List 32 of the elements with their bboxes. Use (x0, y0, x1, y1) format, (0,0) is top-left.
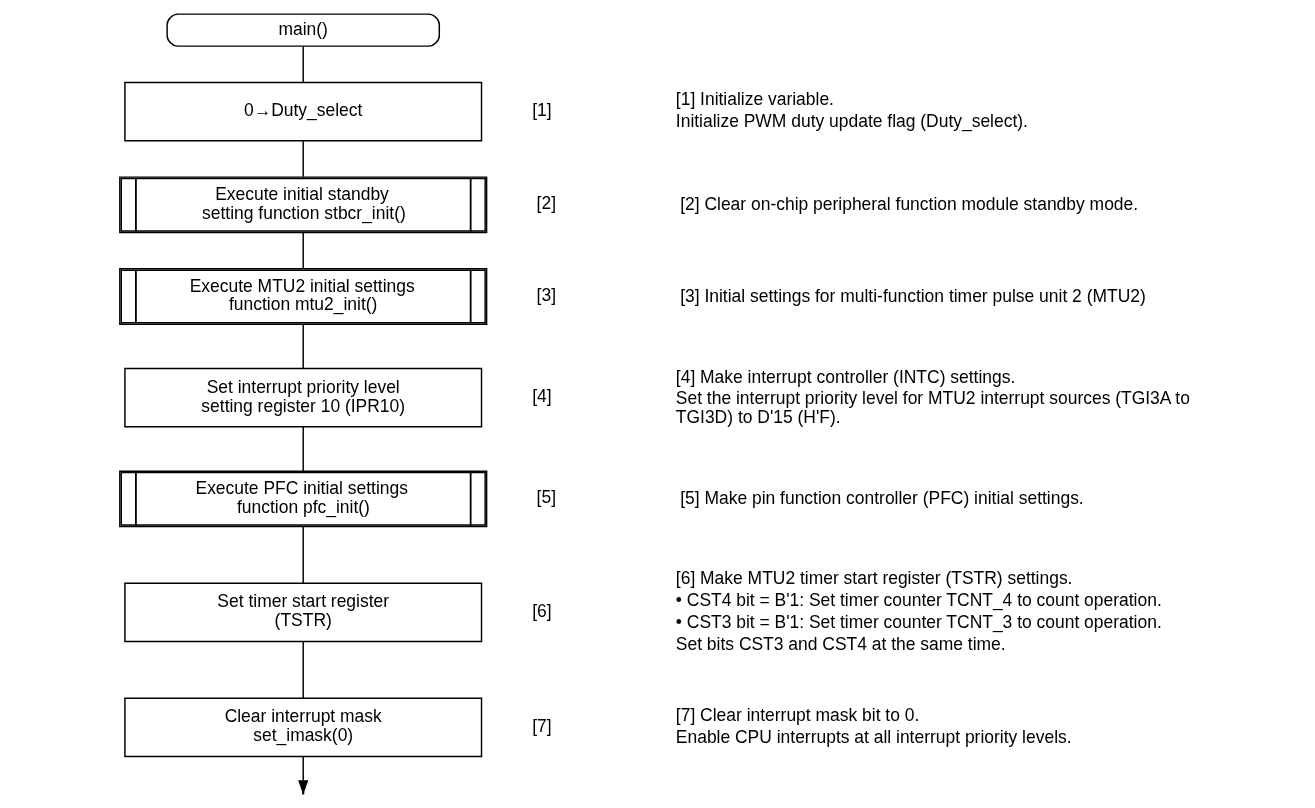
label: • CST4 bit = B'1: Set timer counter TCNT_4 to count operation. (675, 589, 1162, 610)
node-label: [2] (536, 193, 556, 214)
label: [7] Clear interrupt mask bit to 0. (675, 704, 919, 725)
node-label: [7] (531, 715, 552, 736)
label: [2] Clear on-chip peripheral function module standby mode. (679, 194, 1138, 215)
node-label: [5] (536, 487, 556, 508)
label: [3] Initial settings for multi-function timer pulse unit 2 (MTU2) (679, 285, 1146, 306)
connector (302, 232, 304, 270)
connector (302, 640, 304, 699)
node-box: Set timer start register (TSTR) (123, 582, 482, 643)
label: [5] Make pin function controller (PFC) initial settings. (679, 488, 1084, 509)
node-box: Set interrupt priority level setting register 10 (IPR10) (123, 367, 482, 428)
node-label: [3] (536, 285, 556, 306)
connector (302, 140, 304, 178)
node-box: 0→Duty_select (123, 81, 482, 142)
node-label: [6] (531, 600, 552, 621)
node-label: [1] (531, 100, 552, 121)
connector (302, 525, 304, 584)
node-label: [4] (531, 386, 552, 407)
label: • CST3 bit = B'1: Set timer counter TCNT_3 to count operation. (675, 611, 1162, 632)
connector (302, 426, 304, 472)
label: Initialize PWM duty update flag (Duty_select). (675, 111, 1028, 132)
label: Set bits CST3 and CST4 at the same time. (675, 633, 1006, 654)
label: [1] Initialize variable. (675, 89, 834, 110)
label: [4] Make interrupt controller (INTC) settings. (675, 366, 1015, 387)
label: [6] Make MTU2 timer start register (TSTR) settings. (675, 568, 1072, 589)
connector (302, 46, 304, 83)
label: Set the interrupt priority level for MTU2 interrupt sources (TGI3A to TGI3D) to D'15 (H'F). (675, 388, 1190, 428)
label: Enable CPU interrupts at all interrupt priority levels. (675, 726, 1072, 747)
node-box: main() (165, 13, 440, 47)
node-box: Clear interrupt mask set_imask(0) (123, 697, 482, 758)
connector (302, 323, 304, 370)
